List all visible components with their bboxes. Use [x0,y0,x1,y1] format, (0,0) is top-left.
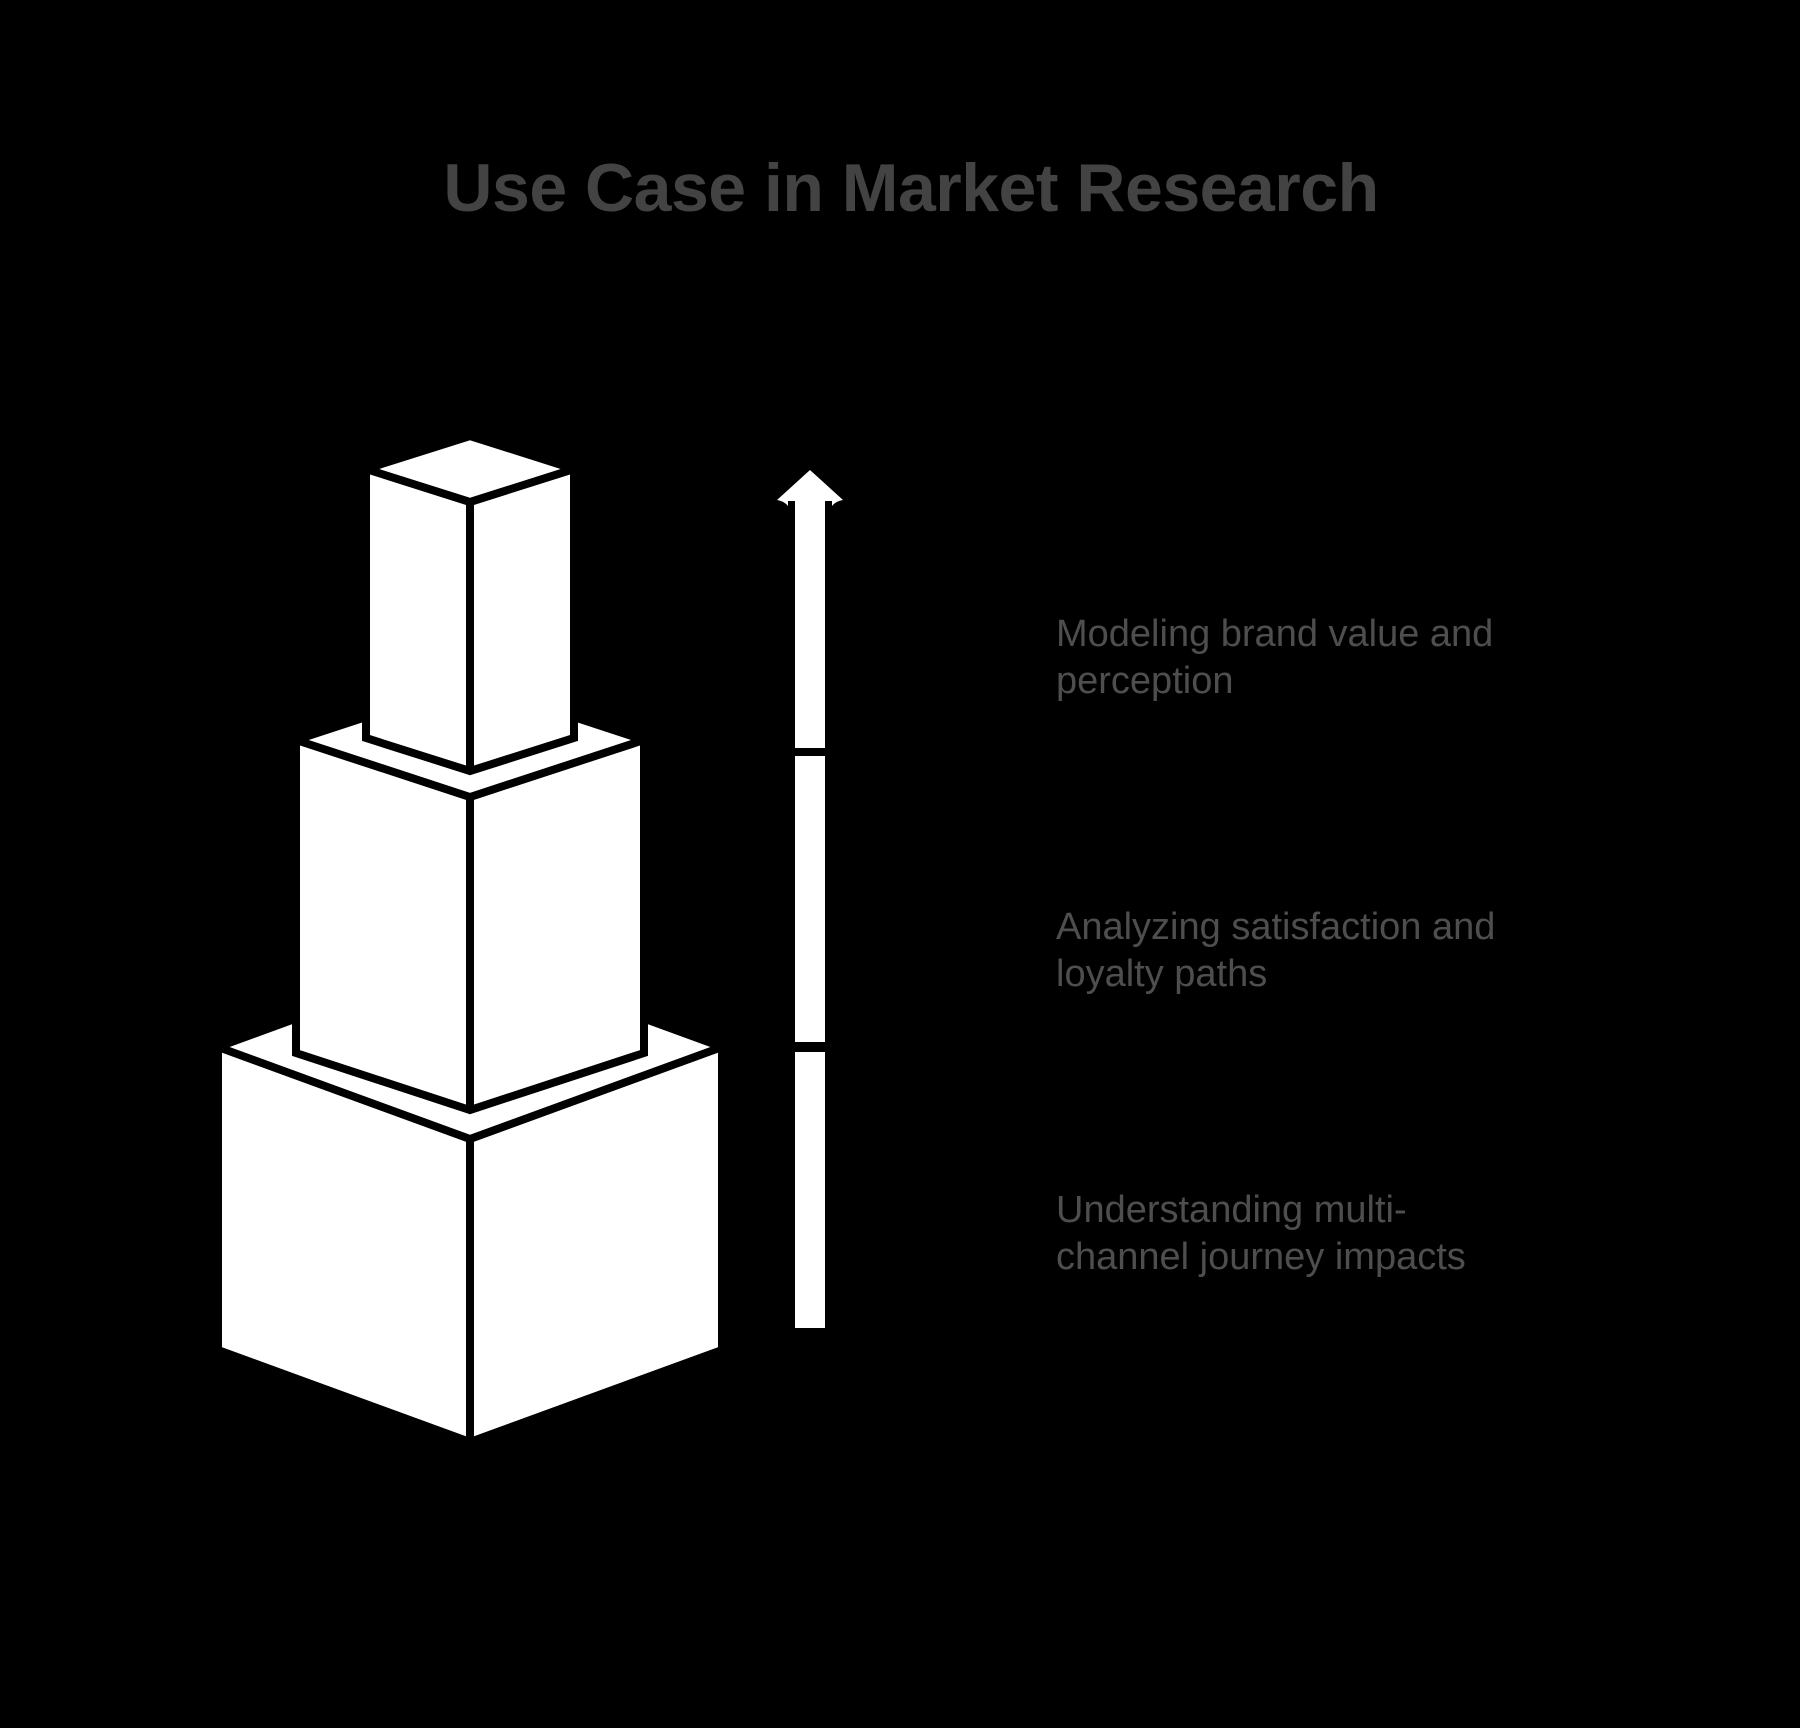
use-case-label-2-line-2: loyalty paths [1056,953,1268,995]
use-case-label-3-line-1: Understanding multi- [1056,1189,1407,1231]
arrow-head [777,470,843,506]
arrow-segment-2 [795,756,825,1042]
growth-arrow-icon [777,470,843,1328]
pyramid-top-box [362,431,578,776]
pyramid-middle-box [292,678,648,1115]
use-case-label-1: Modeling brand value and perception [1056,611,1493,705]
page-title: Use Case in Market Research [443,150,1379,226]
arrow-segment-1 [795,499,825,748]
use-case-label-1-line-1: Modeling brand value and [1056,613,1494,655]
use-case-label-2-line-1: Analyzing satisfaction and [1056,906,1496,948]
use-case-label-3: Understanding multi- channel journey imp… [1056,1187,1466,1281]
use-case-label-2: Analyzing satisfaction and loyalty paths [1056,904,1495,998]
arrow-segment-3 [795,1052,825,1328]
use-case-label-1-line-2: perception [1056,660,1234,702]
use-case-label-3-line-2: channel journey impacts [1056,1236,1466,1278]
pyramid-bottom-box [214,950,726,1447]
